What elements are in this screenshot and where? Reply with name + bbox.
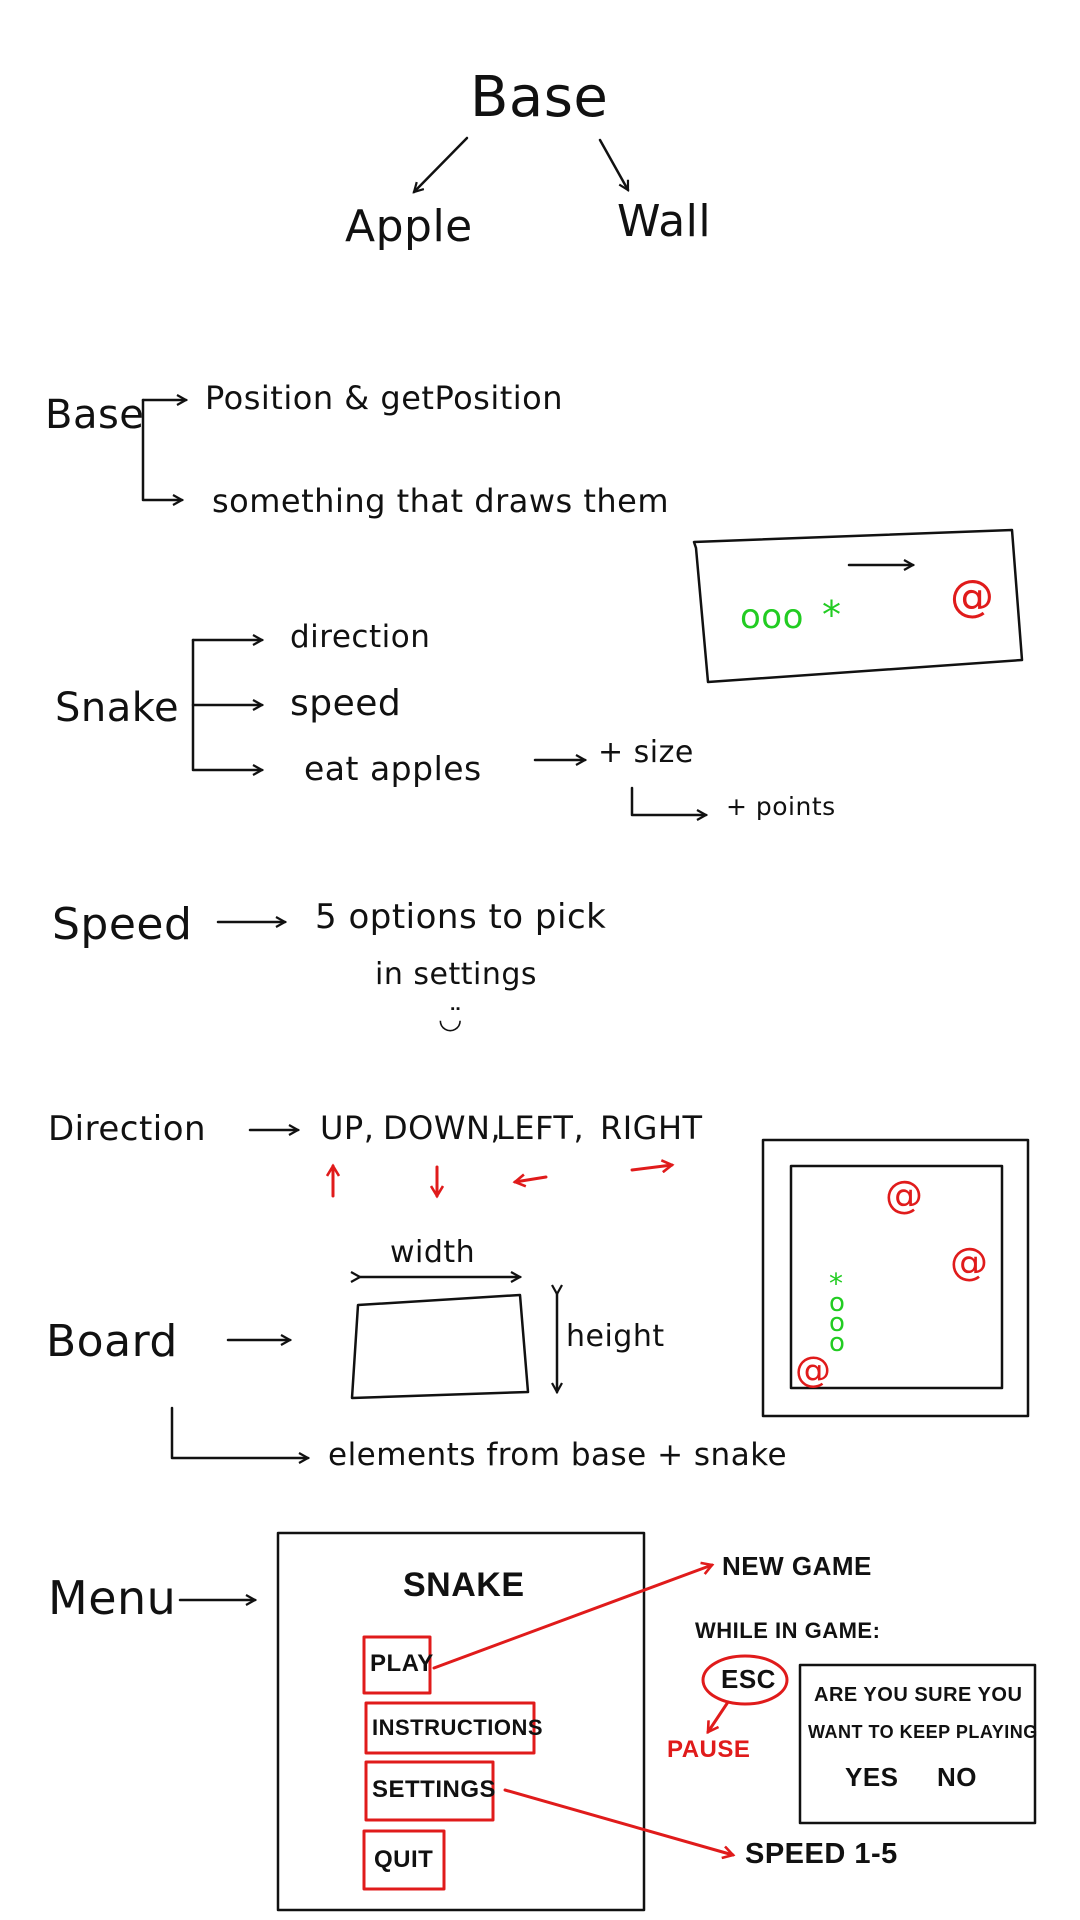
snake-label: Snake	[55, 685, 180, 731]
board-sketch-apple-2: @	[950, 1240, 989, 1284]
dialog-line-1: ARE YOU SURE YOU	[814, 1684, 1023, 1706]
base-item-position: Position & getPosition	[205, 379, 564, 417]
menu-label: Menu	[48, 1571, 177, 1625]
board-sketch-apple-3: @	[795, 1350, 832, 1391]
play-to-newgame-arrow	[432, 1565, 712, 1670]
board-sketch-snake-head: *	[829, 1267, 844, 1300]
speed-text-line2: in settings	[375, 957, 538, 992]
direction-label: Direction	[48, 1109, 207, 1149]
speed-text-line1: 5 options to pick	[315, 897, 607, 937]
menu-play-item: PLAY	[370, 1650, 434, 1677]
settings-to-speed-arrow	[503, 1788, 733, 1855]
menu-settings-box	[364, 1760, 495, 1822]
new-game-label: NEW GAME	[722, 1551, 872, 1581]
board-sketch-outer	[761, 1138, 1030, 1418]
smiley-icon: ◡̈	[438, 1002, 463, 1035]
menu-play-box	[362, 1635, 432, 1695]
direction-down: DOWN,	[383, 1109, 502, 1147]
speed-range-label: SPEED 1-5	[745, 1838, 898, 1870]
pause-label: PAUSE	[667, 1736, 751, 1763]
snake-sketch-head: *	[822, 593, 842, 637]
dialog-box	[798, 1663, 1037, 1825]
base-item-draw: something that draws them	[212, 482, 670, 520]
base-bracket	[141, 398, 182, 500]
hierarchy-root-label: Base	[470, 65, 609, 130]
dir-right-arrow	[630, 1165, 672, 1170]
menu-screen-box	[276, 1531, 646, 1912]
menu-quit-item: QUIT	[374, 1846, 434, 1873]
dialog-yes-option: YES	[845, 1762, 899, 1792]
dialog-no-option: NO	[937, 1762, 977, 1792]
hierarchy-apple-label: Apple	[345, 201, 473, 252]
snake-sketch-body: ooo	[740, 597, 804, 637]
board-sketch-snake-body-2: o	[829, 1308, 846, 1338]
snake-result-points: + points	[726, 792, 836, 821]
board-contents-label: elements from base + snake	[328, 1437, 788, 1473]
snake-item-direction: direction	[290, 619, 431, 655]
snake-sketch-box	[692, 528, 1024, 684]
board-sketch-apple-1: @	[885, 1173, 924, 1217]
while-in-game-label: WHILE IN GAME:	[695, 1618, 881, 1643]
menu-screen-title: SNAKE	[403, 1566, 525, 1604]
board-sketch-snake-body-1: o	[829, 1288, 846, 1318]
dir-left-arrow	[515, 1177, 548, 1182]
direction-left: LEFT,	[496, 1109, 585, 1147]
board-sketch-inner	[789, 1164, 1004, 1390]
snake-bracket	[191, 638, 262, 770]
board-sketch-snake-body-3: o	[829, 1328, 846, 1358]
snake-result-size: + size	[598, 735, 694, 770]
dialog-line-2: WANT TO KEEP PLAYING	[808, 1722, 1038, 1742]
board-width-label: width	[390, 1235, 476, 1270]
board-rectangle	[350, 1293, 530, 1400]
snake-sketch-apple: @	[950, 571, 995, 622]
base-label: Base	[45, 392, 145, 438]
arrow-base-to-wall	[598, 138, 630, 190]
snake-item-speed: speed	[290, 683, 402, 724]
direction-right: RIGHT	[600, 1109, 703, 1147]
board-label: Board	[46, 1316, 178, 1367]
direction-up: UP,	[320, 1109, 375, 1147]
speed-label: Speed	[52, 899, 193, 950]
hierarchy-wall-label: Wall	[617, 196, 712, 247]
menu-settings-item: SETTINGS	[372, 1776, 497, 1803]
esc-key-label: ESC	[721, 1664, 776, 1694]
menu-instructions-item: INSTRUCTIONS	[372, 1715, 543, 1740]
esc-circle	[701, 1654, 789, 1706]
board-height-label: height	[566, 1319, 665, 1354]
snake-item-eat-apples: eat apples	[304, 749, 482, 788]
menu-quit-box	[362, 1829, 446, 1891]
arrow-base-to-apple	[414, 136, 469, 192]
menu-instructions-box	[364, 1701, 536, 1755]
